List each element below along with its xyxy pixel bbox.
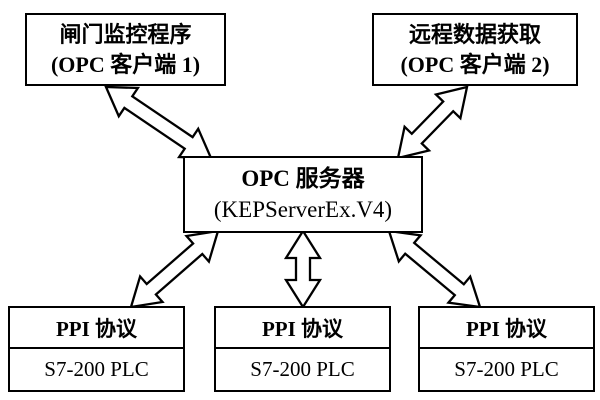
plc-3-protocol-label: PPI 协议 — [420, 308, 593, 349]
remote-data-title: 远程数据获取 — [408, 22, 541, 48]
opc-server-box: OPC 服务器 (KEPServerEx.V4) — [183, 156, 423, 233]
opc-server-title: OPC 服务器 — [241, 166, 365, 192]
plc-node-3: PPI 协议 S7-200 PLC — [418, 306, 595, 392]
plc-2-device-label: S7-200 PLC — [250, 357, 355, 381]
double-headed-arrow — [283, 228, 323, 310]
plc-3-device-label: S7-200 PLC — [454, 357, 559, 381]
plc-1-device-label: S7-200 PLC — [44, 357, 149, 381]
opc-server-subtitle: (KEPServerEx.V4) — [213, 196, 393, 222]
gate-monitor-subtitle: (OPC 客户端 1) — [50, 51, 201, 77]
double-headed-arrow — [396, 85, 469, 160]
plc-1-protocol-label: PPI 协议 — [10, 308, 183, 349]
remote-data-subtitle: (OPC 客户端 2) — [400, 51, 550, 77]
plc-2-protocol-label: PPI 协议 — [216, 308, 389, 349]
double-headed-arrow — [387, 229, 482, 309]
plc-node-1: PPI 协议 S7-200 PLC — [8, 306, 185, 392]
remote-data-client-box: 远程数据获取 (OPC 客户端 2) — [372, 13, 578, 86]
double-headed-arrow — [104, 85, 213, 160]
gate-monitor-client-box: 闸门监控程序 (OPC 客户端 1) — [25, 13, 226, 86]
plc-node-2: PPI 协议 S7-200 PLC — [214, 306, 391, 392]
double-headed-arrow — [129, 229, 220, 309]
gate-monitor-title: 闸门监控程序 — [59, 22, 192, 48]
